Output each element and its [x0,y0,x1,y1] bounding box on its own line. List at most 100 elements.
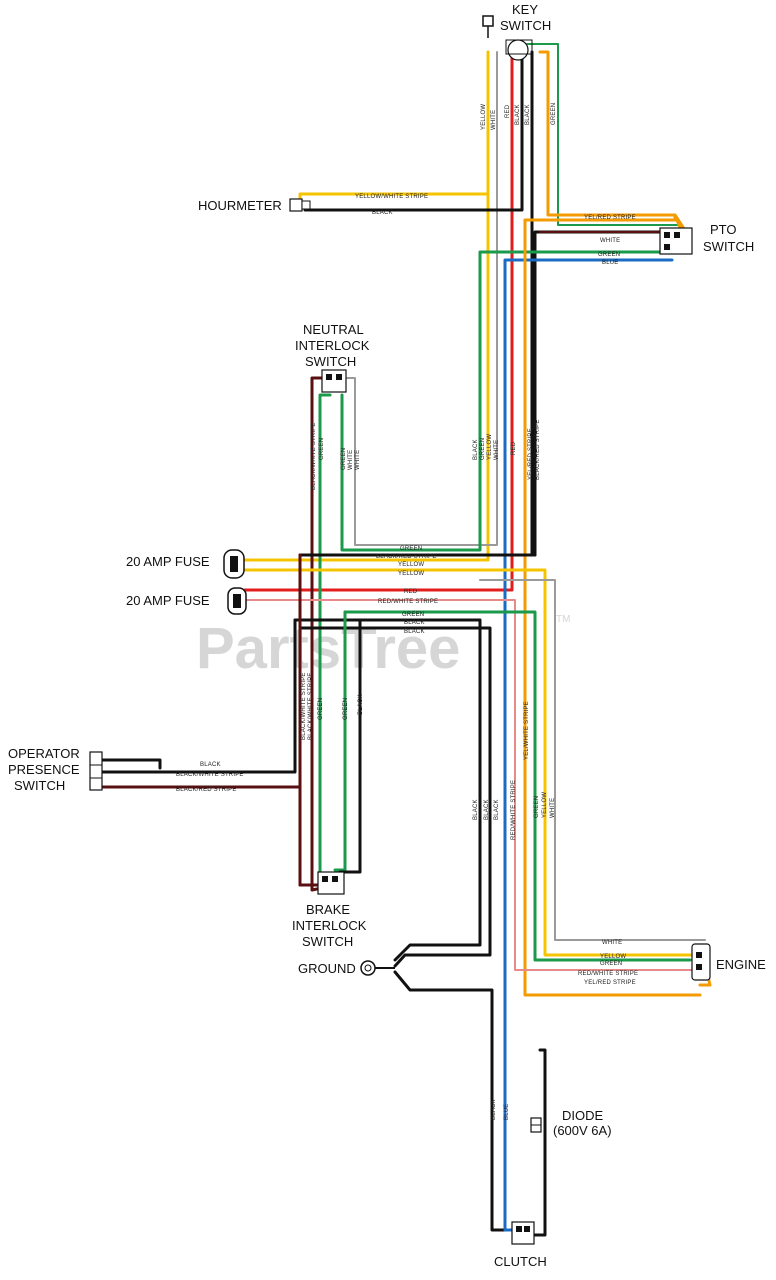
wl-ni-green2: GREEN [341,448,347,470]
clutch-label: CLUTCH [494,1254,547,1269]
wl-mid-white: WHITE [550,798,556,818]
wire-key-green [526,43,681,226]
wl-mid-yellow: YELLOW [542,792,548,818]
wl-eng-yr: YEL/RED STRIPE [584,980,636,986]
wire-key-white [339,51,498,546]
wire-pto-white [533,230,672,557]
neutral-switch-label-l3: SWITCH [305,354,356,369]
wire-key-yellow [230,50,490,562]
wl-mid-rw: RED/WHITE STRIPE [511,780,517,840]
wl-key-red: RED [505,104,511,118]
wl-trunk-green: GREEN [480,438,486,460]
fuse-2-label: 20 AMP FUSE [126,593,210,608]
wl-gnd-black3: BLACK [494,799,500,820]
diode-label-l2: (600V 6A) [553,1123,612,1138]
wire-pto-blue [503,258,674,1224]
neutral-switch-label-l2: INTERLOCK [295,338,370,353]
operator-switch-label-l1: OPERATOR [8,746,80,761]
clutch-connector [511,1221,535,1245]
wl-gnd-black1: BLACK [473,799,479,820]
key-switch-label-l1: KEY [512,2,538,17]
engine-label: ENGINE [716,957,766,972]
wl-trunk-yellow: YELLOW [487,434,493,460]
hourmeter-label: HOURMETER [198,198,282,213]
fuse-1-label: 20 AMP FUSE [126,554,210,569]
brake-switch-label-l3: SWITCH [302,934,353,949]
wl-bi-green2: GREEN [343,698,349,720]
wire-h-yellow2 [230,568,702,957]
wl-pto-green: GREEN [598,252,620,258]
wire-bi-green [333,610,347,872]
wire-h-white [479,579,706,941]
engine-connector [691,943,711,981]
wl-eng-white: WHITE [602,940,622,946]
wl-h-black2: BLACK [404,629,425,635]
wl-ni-bw: BLACK/WHITE STRIPE [311,422,317,490]
wl-trunk-br: BLACK/RED STRIPE [535,419,541,480]
operator-switch-label-l2: PRESENCE [8,762,80,777]
wl-h-green: GREEN [400,546,422,552]
key-switch [482,15,533,61]
wl-h-green2: GREEN [402,612,424,618]
wl-pto-white: WHITE [600,238,620,244]
wl-key-black1: BLACK [515,104,521,125]
wl-bi-black: BLACK [358,694,364,715]
wl-ni-green: GREEN [319,438,325,460]
pto-switch [659,227,693,255]
wl-ni-white1: WHITE [348,450,354,470]
wl-hour-yw: YELLOW/WHITE STRIPE [355,194,428,200]
brake-switch-label-l2: INTERLOCK [292,918,367,933]
operator-presence-switch [89,751,103,791]
wl-h-br: BLACK/RED STRIPE [376,554,437,560]
wire-h-black1 [293,618,482,962]
wl-trunk-white: WHITE [494,440,500,460]
brake-interlock-switch [317,871,345,895]
pto-switch-label-l1: PTO [710,222,737,237]
wire-key-black1 [303,50,524,212]
wire-h-green2 [343,610,692,962]
wl-ni-white2: WHITE [355,450,361,470]
wire-hour-yw [298,192,490,202]
wl-eng-yellow: YELLOW [600,954,626,960]
ground-label: GROUND [298,961,356,976]
wl-cl-black: BLACK [491,1099,497,1120]
wl-key-yellow: YELLOW [481,104,487,130]
wl-bi-bw2: BLACK/WHITE STRIPE [308,672,314,740]
wire-h-black2 [298,626,492,968]
wl-bi-green: GREEN [318,698,324,720]
wl-key-white: WHITE [491,110,497,130]
wl-cl-blue: BLUE [504,1104,510,1120]
wl-eng-rw: RED/WHITE STRIPE [578,971,638,977]
wl-op-br: BLACK/RED STRIPE [176,787,237,793]
ground-terminal [360,960,395,976]
wl-trunk-red: RED [511,441,517,455]
wire-op-black [98,758,162,770]
wl-hour-black: BLACK [372,210,393,216]
wire-key-orange [538,50,692,240]
wire-h-rw [244,599,701,971]
wl-op-bw: BLACK/WHITE STRIPE [176,772,244,778]
wire-ni-maroon [310,376,332,892]
wl-mid-green: GREEN [534,796,540,818]
fuse-1 [223,549,245,579]
neutral-switch-label-l1: NEUTRAL [303,322,364,337]
wl-pto-blue: BLUE [602,260,618,266]
wl-h-red: RED [404,589,418,595]
wl-h-rw: RED/WHITE STRIPE [378,599,438,605]
wl-eng-green: GREEN [600,961,622,967]
wl-pto-yr: YEL/RED STRIPE [584,215,636,221]
wl-bi-bw1: BLACK/WHITE STRIPE [301,672,307,740]
wl-op-black: BLACK [200,762,221,768]
wire-bi-black [338,618,362,874]
wire-op-bw [98,618,297,774]
operator-switch-label-l3: SWITCH [14,778,65,793]
hourmeter-connector [289,198,311,212]
wire-op-br [98,785,302,887]
neutral-interlock-switch [321,369,347,393]
diode [530,1117,542,1133]
wire-pto-green [340,250,674,552]
wl-h-yellow1: YELLOW [398,562,424,568]
wire-gnd-black3 [393,970,512,1232]
wire-labels: YELLOW WHITE RED BLACK BLACK GREEN YELLO… [176,103,638,1120]
